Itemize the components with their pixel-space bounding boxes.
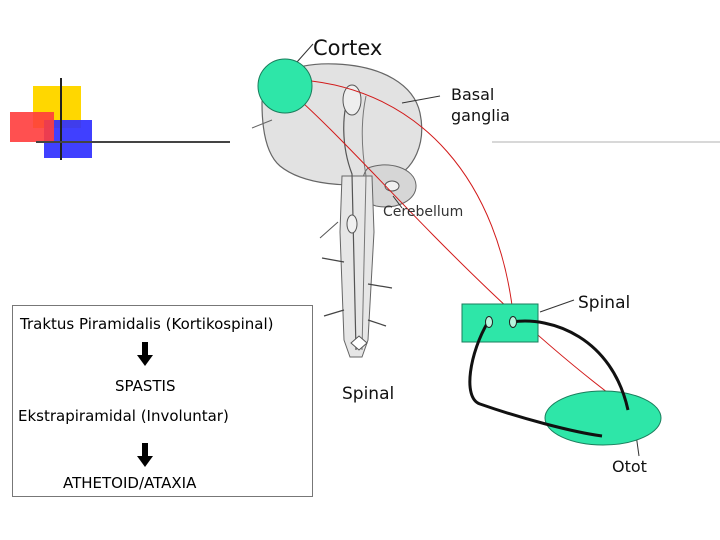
extrapyramidal-tract-line <box>301 79 515 323</box>
down-arrow-icon <box>137 342 153 366</box>
pyramidal-tract-line <box>285 87 621 403</box>
basal-ganglia-label-line1: Basal <box>451 85 495 104</box>
muscle-node <box>544 390 662 446</box>
down-arrow-icon <box>137 443 153 467</box>
nerve-line <box>251 119 273 129</box>
athetoid-ataxia-text: ATHETOID/ATAXIA <box>63 474 197 492</box>
cerebellum-leader-line <box>392 195 403 209</box>
spinal-center-label: Spinal <box>342 384 395 404</box>
internal-capsule-line-2 <box>361 95 367 351</box>
basal-ganglia-leader-line <box>401 95 441 104</box>
extrapyramidal-text: Ekstrapiramidal (Involuntar) <box>18 407 229 425</box>
pathway-lines <box>285 79 621 403</box>
basal-ganglia-label: Basal ganglia <box>451 84 510 126</box>
cerebellum-label: Cerebellum <box>383 204 464 220</box>
nerve-line <box>323 309 345 317</box>
spinal-right-leader-line <box>539 299 575 313</box>
basal-ganglia-label-line2: ganglia <box>451 106 510 125</box>
basal-ganglia-nucleus <box>342 84 362 116</box>
motor-neuron-curve <box>468 321 603 438</box>
spinal-node <box>461 303 539 343</box>
deco-red-square <box>10 112 54 142</box>
spinal-cell-body <box>485 316 493 328</box>
spastis-text: SPASTIS <box>115 377 176 395</box>
cortex-label: Cortex <box>313 36 383 60</box>
nerve-line <box>367 319 387 327</box>
down-arrow-stem <box>142 443 148 456</box>
brainstem-shape <box>339 175 375 358</box>
spinal-node-sketch <box>350 335 368 351</box>
down-arrow-head <box>137 355 153 366</box>
nerve-line <box>367 283 393 289</box>
down-arrow-stem <box>142 342 148 355</box>
sensory-neuron-curve <box>511 319 630 411</box>
neuron-curves <box>468 319 630 438</box>
cerebellar-nucleus <box>384 180 400 192</box>
otot-label: Otot <box>612 457 647 476</box>
down-arrow-head <box>137 456 153 467</box>
cortex-leader-line <box>296 43 314 63</box>
decorative-squares <box>10 78 720 160</box>
spinal-cell-body <box>509 316 517 328</box>
info-box: Traktus Piramidalis (Kortikospinal) SPAS… <box>12 305 313 497</box>
nerve-line <box>321 257 345 263</box>
brainstem-nucleus <box>346 214 358 234</box>
cortex-node <box>257 58 313 114</box>
pyramidal-tract-text: Traktus Piramidalis (Kortikospinal) <box>20 315 274 333</box>
spinal-right-label: Spinal <box>578 293 631 313</box>
nerve-line <box>319 221 339 239</box>
